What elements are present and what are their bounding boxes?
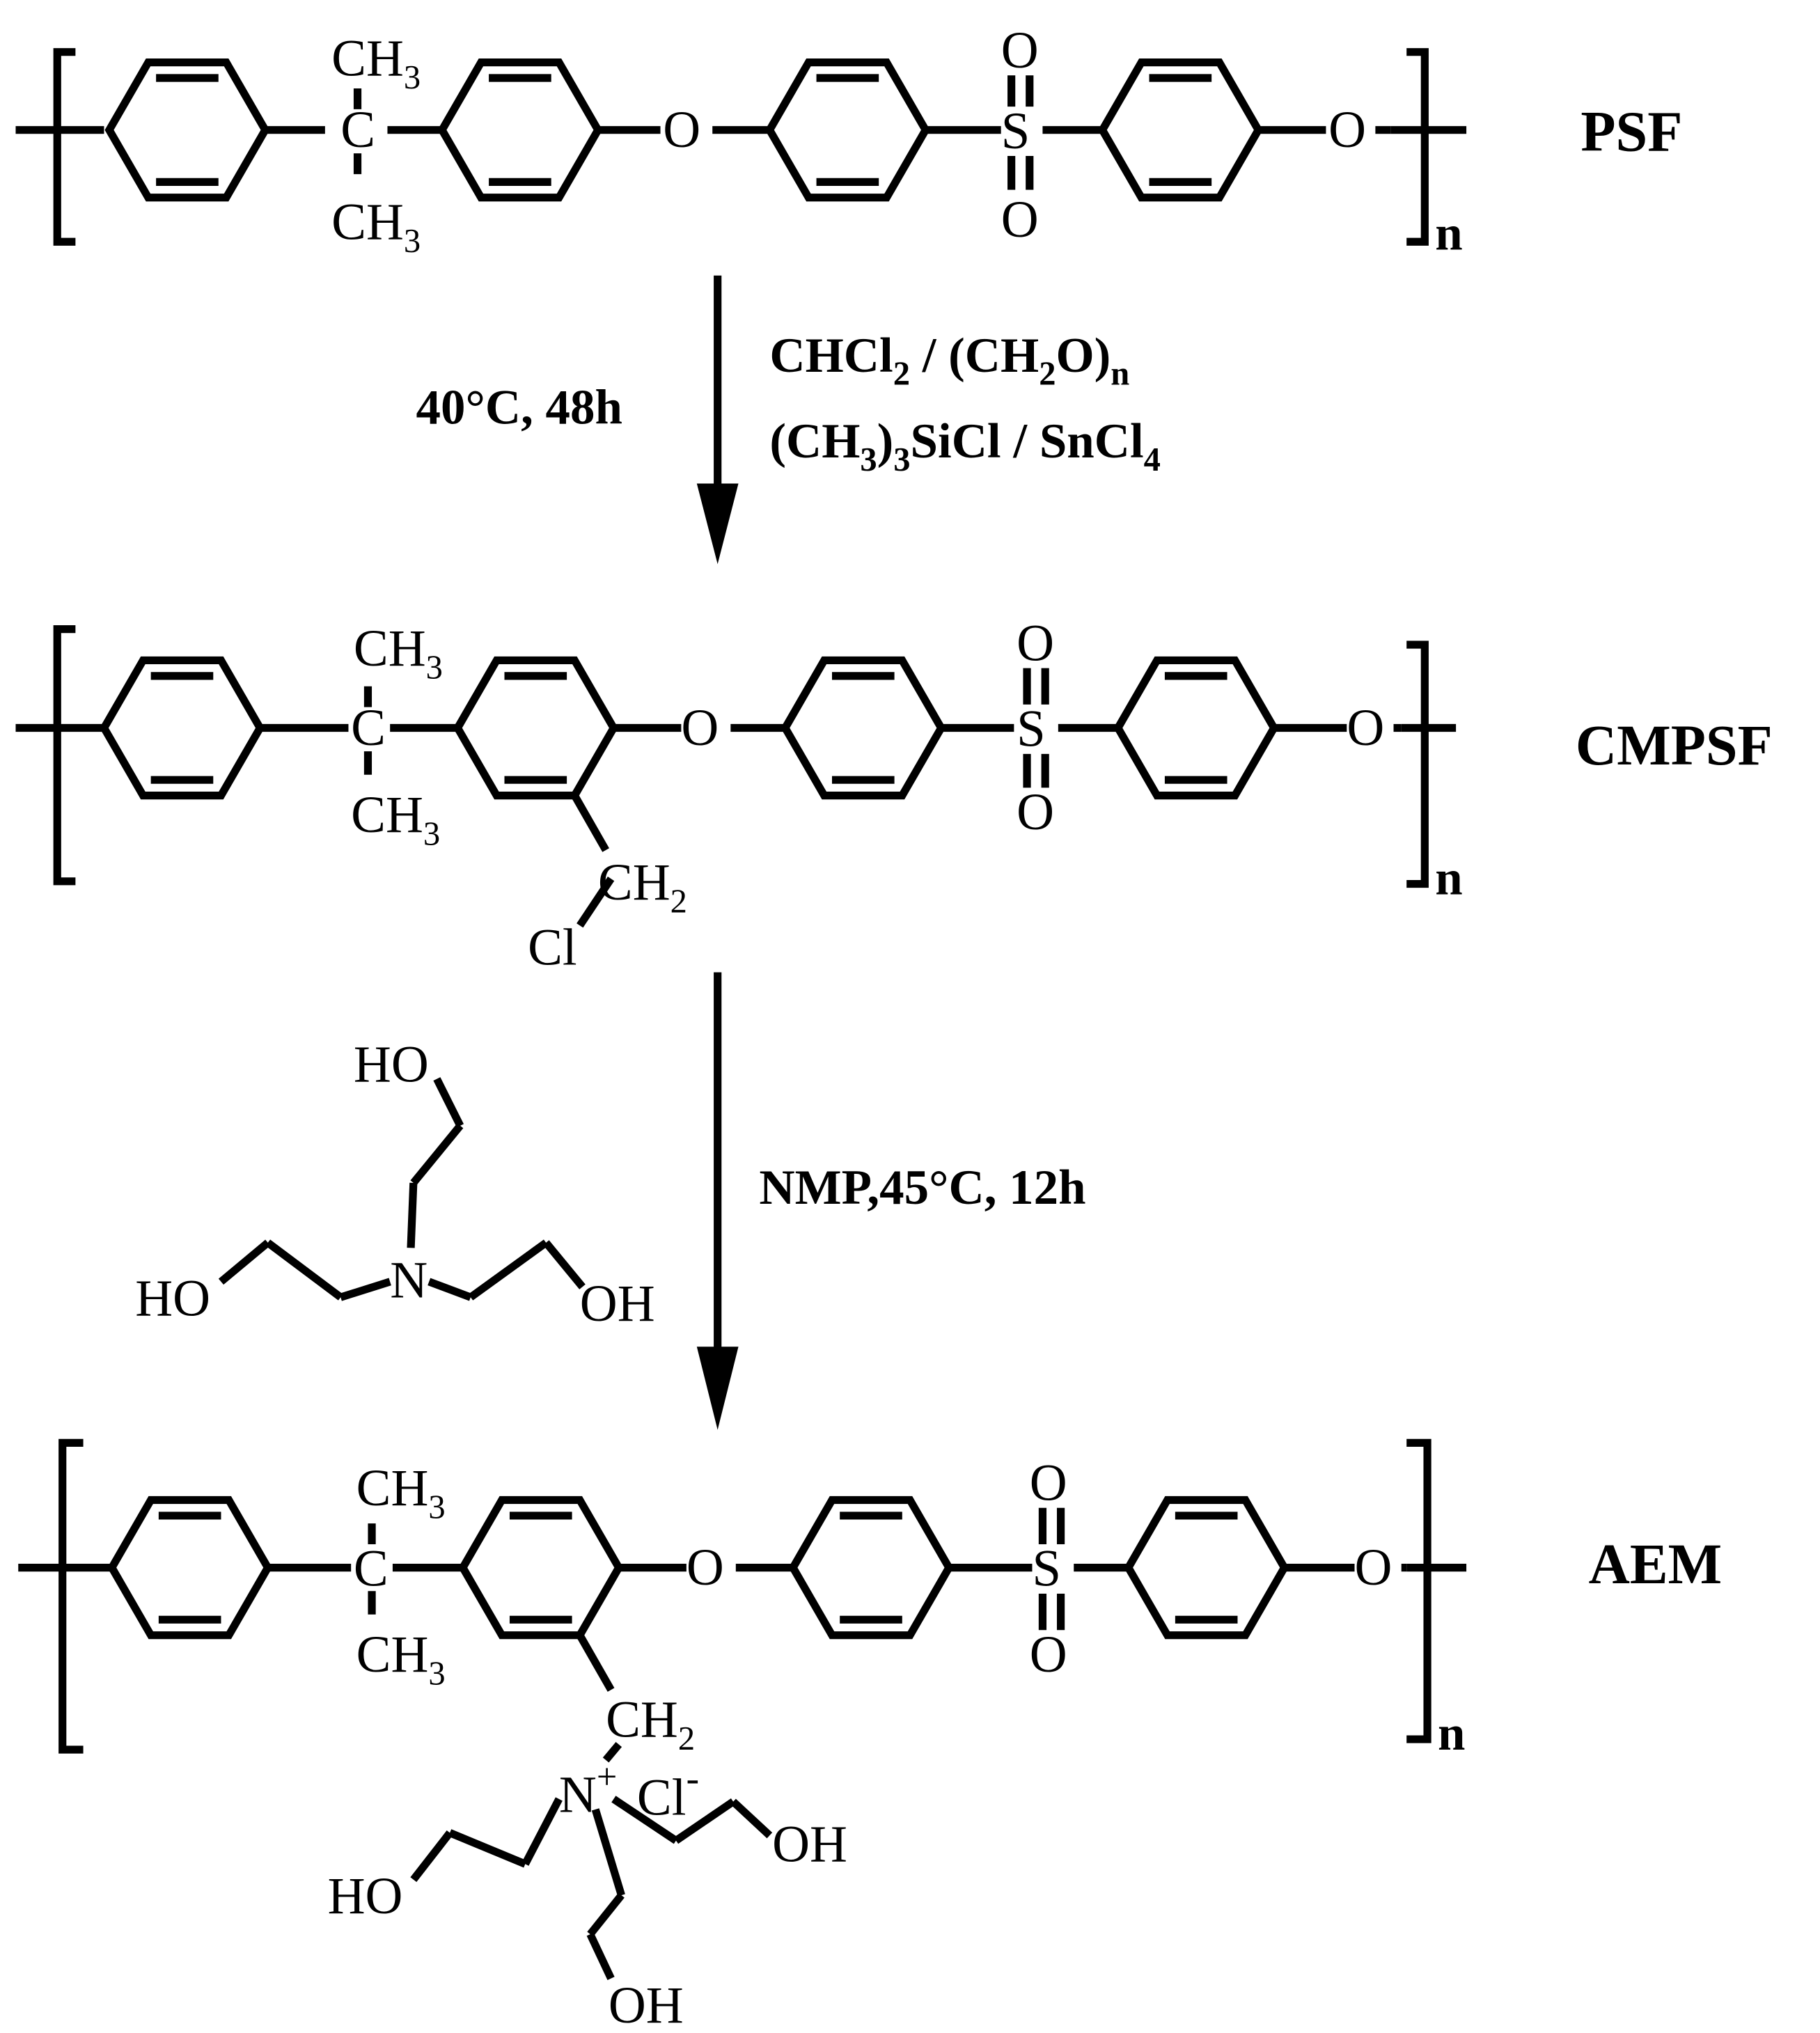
chloride-counterion-label: Cl-	[637, 1757, 699, 1827]
sulfonyl-oxygen-bottom: O	[1001, 191, 1039, 249]
ether-oxygen-label: O	[663, 101, 700, 159]
repeat-subscript-n: n	[1435, 206, 1462, 260]
benzene-ring	[1124, 1496, 1289, 1640]
chlorine-label: Cl	[528, 918, 577, 976]
triethanolamine-reagent: HO N HO OH	[135, 1035, 654, 1333]
methyl-label-top: CH3	[331, 29, 421, 96]
ether-oxygen-label: O	[1355, 1539, 1393, 1596]
methyl-label-bottom: CH3	[351, 786, 440, 853]
ether-oxygen-label: O	[1347, 699, 1384, 757]
quaternary-carbon-label: C	[351, 699, 386, 757]
step1-reagents-line1: CHCl2 / (CH2O)n	[769, 329, 1129, 393]
ether-oxygen-label: O	[687, 1539, 724, 1596]
sulfonyl-oxygen-bottom: O	[1017, 783, 1054, 841]
step2-conditions: NMP,45°C, 12h	[759, 1161, 1085, 1215]
benzene-ring	[780, 656, 946, 800]
reaction-step-1: 40°C, 48h CHCl2 / (CH2O)n (CH3)3SiCl / S…	[416, 275, 1161, 565]
benzene-ring	[788, 1496, 954, 1640]
methyl-label-top: CH3	[356, 1459, 446, 1526]
sulfonyl-oxygen-top: O	[1030, 1454, 1067, 1512]
chloromethyl-ch2-label: CH2	[598, 854, 687, 920]
repeat-bracket-right	[1406, 48, 1429, 246]
hydroxyl-label: OH	[772, 1816, 847, 1874]
methyl-label-top: CH3	[354, 620, 443, 686]
repeat-subscript-n: n	[1438, 1706, 1465, 1761]
quaternary-carbon-label: C	[354, 1540, 389, 1598]
methylene-ch2-label: CH2	[606, 1690, 695, 1757]
benzene-ring	[453, 656, 618, 800]
reaction-arrow-head	[696, 1347, 739, 1430]
hydroxyl-label: HO	[135, 1269, 210, 1327]
benzene-ring	[437, 58, 603, 202]
hydroxyl-label: HO	[354, 1035, 429, 1093]
repeat-bracket-left	[53, 625, 76, 886]
step1-reagents-line2: (CH3)3SiCl / SnCl4	[769, 414, 1161, 478]
step1-temperature-time: 40°C, 48h	[416, 381, 622, 435]
compound-label-psf: PSF	[1580, 100, 1682, 164]
quaternary-carbon-label: C	[340, 101, 375, 159]
repeat-bracket-left	[53, 48, 76, 246]
sulfur-label: S	[1001, 102, 1030, 160]
hydroxyl-label: OH	[580, 1275, 655, 1333]
sulfonyl-oxygen-top: O	[1017, 614, 1054, 672]
methyl-label-bottom: CH3	[331, 194, 421, 260]
sulfonyl-oxygen-bottom: O	[1030, 1626, 1067, 1683]
benzene-ring	[104, 58, 270, 202]
amine-nitrogen-label: N	[390, 1251, 427, 1309]
benzene-ring	[1097, 58, 1263, 202]
repeat-bracket-right	[1406, 641, 1429, 888]
benzene-ring	[1113, 656, 1279, 800]
reaction-step-2: NMP,45°C, 12h HO N HO OH	[135, 972, 1086, 1430]
repeat-subscript-n: n	[1435, 851, 1462, 906]
ether-oxygen-label: O	[1328, 101, 1366, 159]
compound-label-cmpsf: CMPSF	[1576, 714, 1773, 777]
benzene-ring	[99, 656, 265, 800]
benzene-ring	[107, 1496, 273, 1640]
repeat-bracket-left	[58, 1438, 84, 1754]
reaction-arrow-head	[696, 483, 739, 565]
hydroxyl-label: HO	[328, 1867, 403, 1925]
compound-label-aem: AEM	[1589, 1532, 1723, 1596]
sulfur-label: S	[1032, 1540, 1061, 1598]
ether-oxygen-label: O	[681, 699, 719, 757]
benzene-ring	[458, 1496, 624, 1640]
methyl-label-bottom: CH3	[356, 1626, 446, 1693]
cmpsf-structure: n C CH3 CH3 O CH2 Cl	[15, 614, 1773, 976]
quaternary-ammonium-label: N+	[559, 1757, 617, 1824]
psf-structure: n C CH3 CH3 O S O O	[15, 22, 1682, 260]
hydroxyl-label: OH	[609, 1977, 684, 2033]
repeat-bracket-right	[1406, 1438, 1431, 1743]
sulfur-label: S	[1017, 700, 1046, 758]
aem-structure: n C CH3 CH3 O CH2 N+ Cl- OH	[18, 1438, 1723, 2033]
sulfonyl-oxygen-top: O	[1001, 22, 1039, 79]
benzene-ring	[764, 58, 930, 202]
